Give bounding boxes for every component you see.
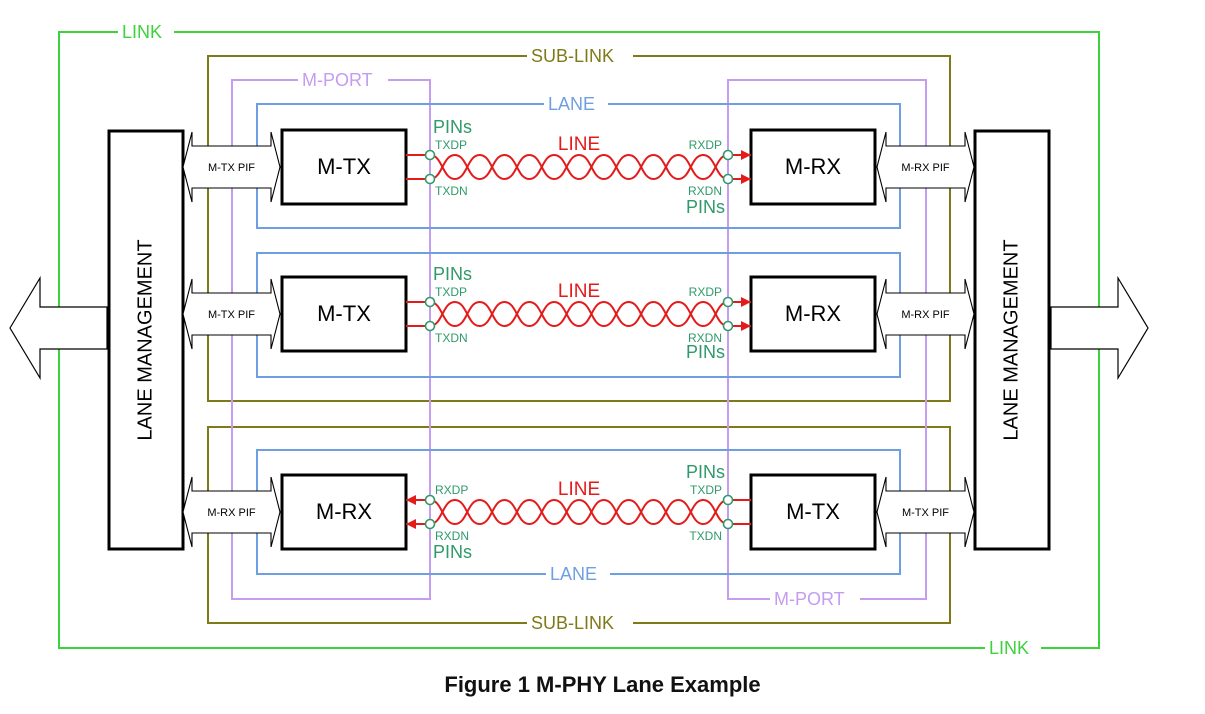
lane-3-left-dp-label: RXDP: [435, 483, 468, 497]
lane-1-line-label: LINE: [558, 134, 600, 155]
lane-2-line-wire-n: [429, 300, 729, 328]
lane-3-right-dn-label: TXDN: [689, 529, 722, 543]
link-label-bottom: LINK: [989, 638, 1029, 658]
link-label-top: LINK: [122, 22, 162, 42]
lane-label-1: LANE: [548, 94, 595, 114]
lane-1-left-dn-label: TXDN: [435, 184, 468, 198]
lane-3-right-pif-label: M-TX PIF: [902, 507, 949, 519]
sublink-label-top: SUB-LINK: [531, 46, 614, 66]
lane-3-pin-2: [424, 518, 436, 530]
link-boundary: [58, 31, 1100, 649]
lane-1-left-pif-label: M-TX PIF: [208, 162, 255, 174]
lane-management-block-left: [107, 129, 185, 551]
lane-label-3: LANE: [550, 564, 597, 584]
lane-2-right-pif: [876, 278, 975, 350]
lane-3-right-dp-label: TXDP: [690, 483, 722, 497]
lane-1-line-wire-p: [429, 153, 729, 181]
lane-2-pin-1: [424, 296, 436, 308]
lane-3-right-block: [749, 473, 877, 551]
lane-3-left-pif-label: M-RX PIF: [207, 507, 256, 519]
lane-2-line-label: LINE: [558, 281, 600, 302]
lane-2-right-block-label: M-RX: [785, 301, 842, 326]
lane-2-line-label-bg: [552, 280, 606, 300]
figure-caption: Figure 1 M-PHY Lane Example: [444, 672, 761, 697]
lane-3-right-pins-label: PINs: [686, 462, 725, 482]
lane-management-label-right: LANE MANAGEMENT: [1000, 239, 1022, 440]
lane-2-pin-4: [722, 320, 734, 332]
lane-2-right-pif-label: M-RX PIF: [901, 309, 950, 321]
lane-1-right-pif: [876, 131, 975, 203]
lane-1-pin-1: [424, 149, 436, 161]
external-interface-arrow-left: [9, 275, 108, 381]
lane-3-left-pins-label: PINs: [433, 542, 472, 562]
lane-management-label-left: LANE MANAGEMENT: [134, 239, 156, 440]
lane-1-right-dn-label: RXDN: [688, 184, 722, 198]
lanes-layer: M-TX M-RX M-TX PIF M-RX PIF LINE TXDP TXDN RXDP…: [182, 117, 975, 562]
lane-3-line-label: LINE: [558, 479, 600, 500]
lane-2-left-block: [280, 275, 408, 353]
lane-2-left-pins-label: PINs: [433, 264, 472, 284]
lane-3-left-dn-label: RXDN: [435, 529, 469, 543]
lane-3-left-pif: [182, 476, 281, 548]
lane-1-pin-4: [722, 173, 734, 185]
lane-2-right-block: [749, 275, 877, 353]
sublink-label-bottom: SUB-LINK: [531, 613, 614, 633]
lane-1-left-pins-label: PINs: [433, 117, 472, 137]
lane-2-left-pif: [182, 278, 281, 350]
mport-label-right: M-PORT: [774, 589, 845, 609]
lane-2-left-dn-label: TXDN: [435, 331, 468, 345]
lane-2-left-block-label: M-TX: [317, 301, 371, 326]
external-interface-arrow-right: [1050, 275, 1149, 381]
lane-2-left-pif-label: M-TX PIF: [208, 309, 255, 321]
lane-1-left-pif: [182, 131, 281, 203]
lane-3-pin-4: [722, 518, 734, 530]
lane-2-right-dp-label: RXDP: [689, 285, 722, 299]
lane-2-right-pins-label: PINs: [686, 342, 725, 362]
lane-3-left-block-label: M-RX: [316, 499, 373, 524]
lane-2-pin-3: [722, 296, 734, 308]
lane-1-right-block: [749, 128, 877, 206]
lane-1-line-wire-n: [429, 153, 729, 181]
lane-2-line-wire-p: [429, 300, 729, 328]
lane-3-line-wire-n: [429, 498, 729, 526]
lane-management-block-right: [973, 129, 1051, 551]
lane-2-left-dp-label: TXDP: [435, 285, 467, 299]
lane-1-left-block-label: M-TX: [317, 154, 371, 179]
mport-label-left: M-PORT: [302, 70, 373, 90]
lane-3-line-label-bg: [552, 478, 606, 498]
lane-1-line-label-bg: [552, 133, 606, 153]
lane-1-right-block-label: M-RX: [785, 154, 842, 179]
lane-3-pin-1: [424, 494, 436, 506]
lane-3-left-block: [280, 473, 408, 551]
lane-1-left-block: [280, 128, 408, 206]
lane-1-right-pif-label: M-RX PIF: [901, 162, 950, 174]
lane-1-pin-3: [722, 149, 734, 161]
lane-1-right-dp-label: RXDP: [689, 138, 722, 152]
lane-1-left-dp-label: TXDP: [435, 138, 467, 152]
lane-3-line-wire-p: [429, 498, 729, 526]
lane-3-right-block-label: M-TX: [786, 499, 840, 524]
lane-2-right-dn-label: RXDN: [688, 331, 722, 345]
lane-3-right-pif: [876, 476, 975, 548]
lane-1-right-pins-label: PINs: [686, 197, 725, 217]
lane-3-pin-3: [722, 494, 734, 506]
lane-2-pin-2: [424, 320, 436, 332]
lane-1-pin-2: [424, 173, 436, 185]
